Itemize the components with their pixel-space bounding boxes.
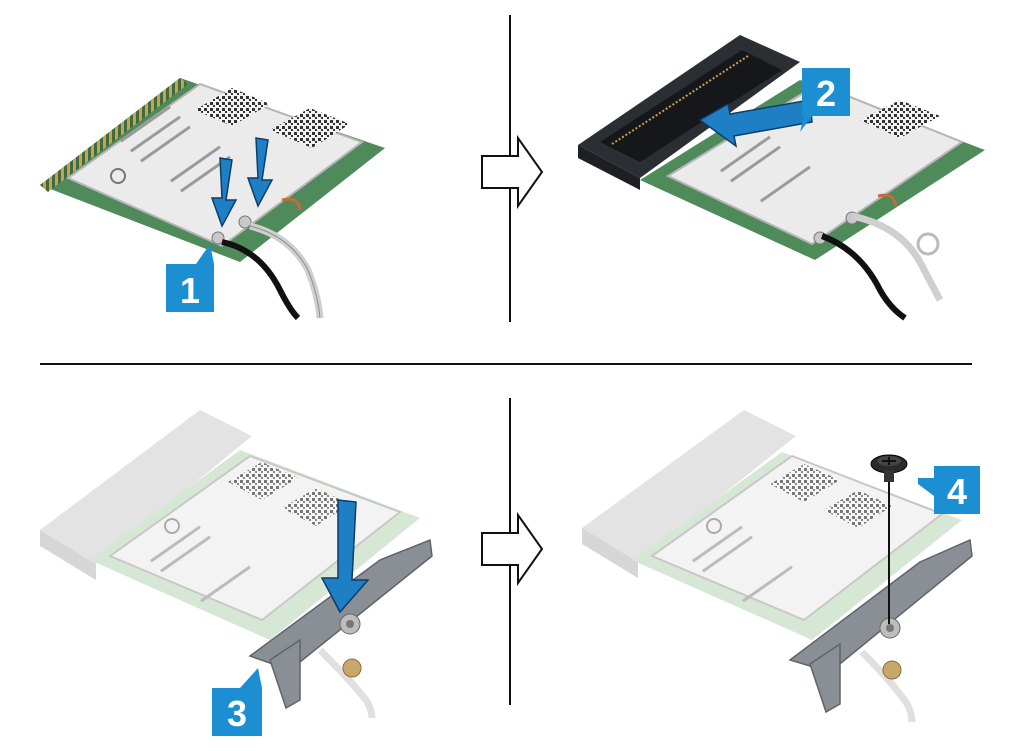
panel-step-4: 4 [582, 410, 980, 723]
push-arrow-icon [320, 499, 370, 614]
step-arrow-icon [481, 134, 544, 210]
step-3-number: 3 [227, 693, 247, 734]
screw-icon [870, 454, 908, 482]
step-1-callout: 1 [166, 244, 214, 312]
wlan-card [640, 80, 985, 260]
m2-connector-faded [582, 410, 796, 578]
push-arrow-icon [210, 157, 238, 228]
antenna-cable-black [820, 233, 907, 321]
antenna-cable-black [221, 239, 301, 321]
step-4-number: 4 [947, 471, 967, 512]
antenna-cable-white [859, 649, 916, 723]
antenna-cable-white [317, 647, 376, 719]
m2-connector-faded [40, 410, 252, 580]
step-arrow-icon [481, 511, 544, 587]
panel-step-2: 2 [578, 35, 985, 321]
bracket [788, 538, 973, 714]
m2-connector [578, 35, 800, 190]
antenna-cable-white [851, 212, 944, 302]
step-4-callout: 4 [918, 466, 980, 514]
step-2-callout: 2 [800, 68, 850, 132]
step-2-number: 2 [816, 73, 836, 114]
push-arrow-icon [246, 137, 274, 208]
panel-step-3: 3 [40, 410, 433, 736]
step-1-number: 1 [180, 270, 200, 311]
panel-step-1: 1 [40, 78, 385, 321]
wlan-card [632, 452, 962, 640]
wlan-card [40, 78, 385, 262]
wlan-card [90, 450, 420, 640]
step-3-callout: 3 [212, 668, 262, 736]
